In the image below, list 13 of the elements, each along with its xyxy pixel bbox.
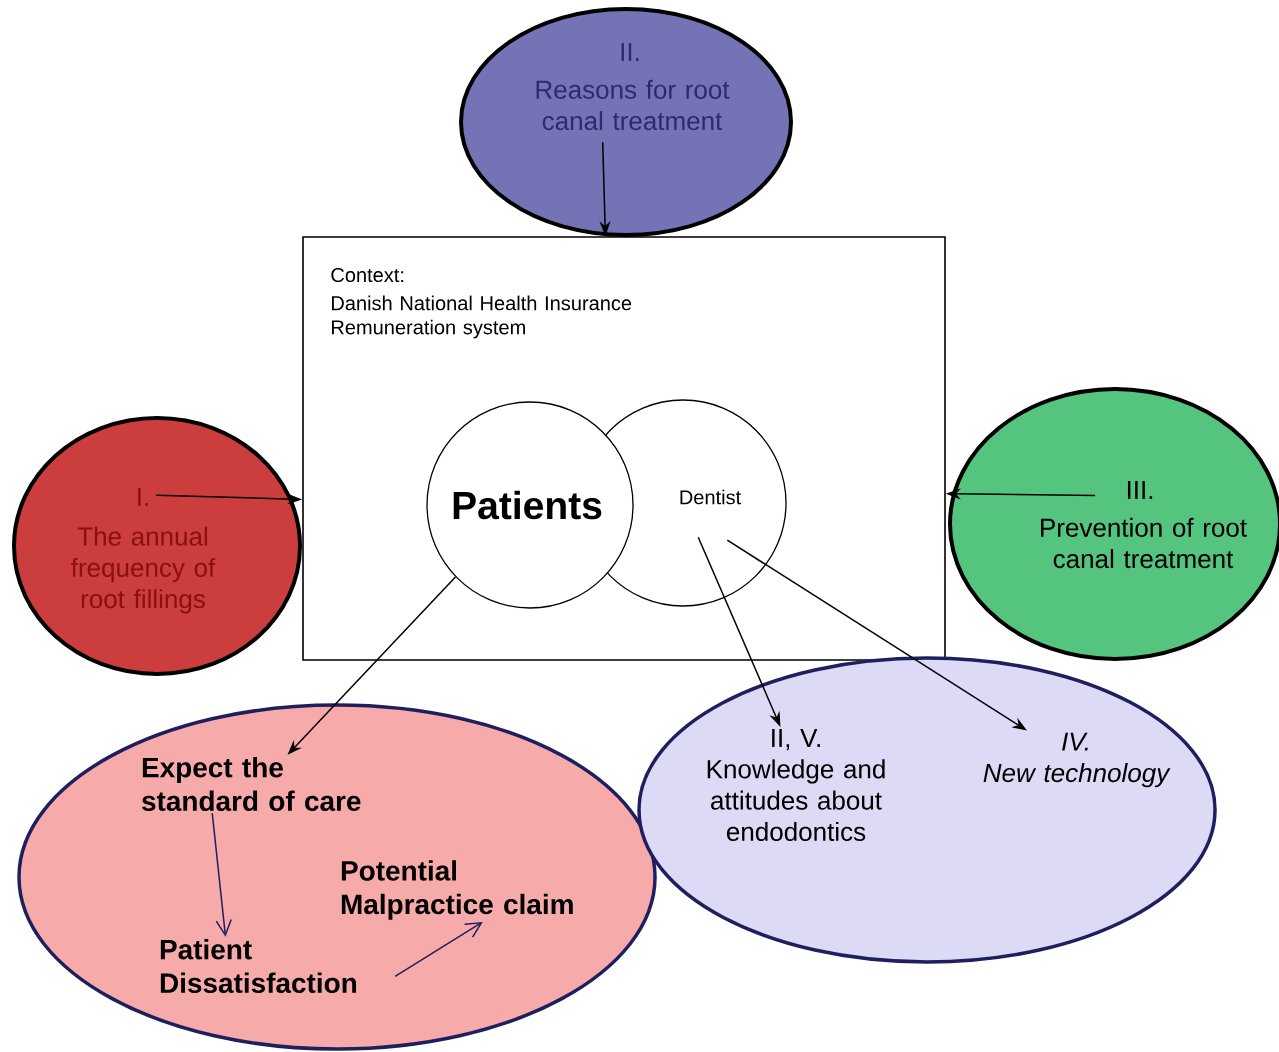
arrow [211, 812, 232, 937]
arrow [394, 921, 483, 978]
text-label: Potential Malpractice claim [341, 860, 573, 920]
text-label: Expect the standard of care [142, 756, 361, 812]
ellipse-node: III. Prevention of root canal treatment [948, 387, 1279, 661]
ellipse-background [637, 656, 1217, 964]
text-label: IV. New technology [983, 732, 1171, 788]
ellipse-node: I. The annual frequency of root fillings [12, 416, 302, 676]
text-label: II, V. Knowledge and attitudes about endodontics [707, 729, 885, 841]
circle-node: Patients [426, 401, 634, 609]
ellipse-node: II. Reasons for root canal treatment [459, 7, 793, 237]
text-label: Patient Dissatisfaction [160, 938, 357, 994]
ellipse-background [17, 703, 657, 1051]
